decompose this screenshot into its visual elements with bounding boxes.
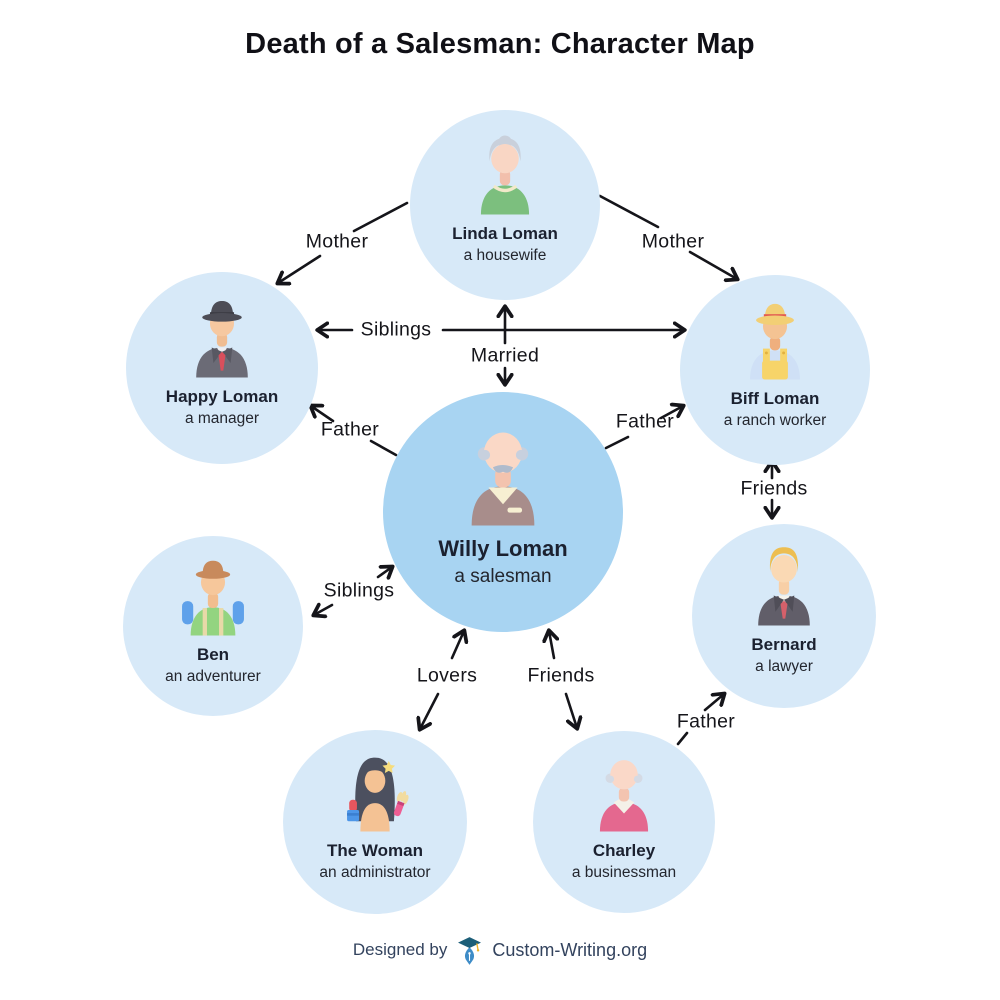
arrow-lovers-down <box>420 692 440 729</box>
the-woman-avatar-icon <box>347 757 409 832</box>
character-role: a businessman <box>571 863 677 881</box>
custom-writing-logo-icon <box>458 937 482 965</box>
character-role: a ranch worker <box>723 411 827 429</box>
character-role: a lawyer <box>755 657 813 675</box>
arrow-father-charley-bernard <box>676 731 689 746</box>
node-biff-loman: Biff Loman a ranch worker <box>680 275 870 465</box>
happy-avatar-icon <box>196 301 248 378</box>
character-name: Willy Loman <box>438 536 568 562</box>
relationship-label-father-right: Father <box>615 410 675 433</box>
arrow-mother-linda-biff <box>598 194 660 229</box>
character-name: Ben <box>196 645 230 665</box>
arrow-father-willy-biff <box>604 435 630 450</box>
footer: Designed by Custom-Writing.org <box>0 932 1000 968</box>
node-bernard: Bernard a lawyer <box>692 524 876 708</box>
character-name: Biff Loman <box>730 389 820 409</box>
ben-avatar-icon <box>182 560 244 636</box>
character-role: an administrator <box>319 863 431 881</box>
biff-avatar-icon <box>750 304 800 380</box>
arrow-friends-willy-charley-down <box>564 692 577 728</box>
arrow-siblings-willy-ben-up <box>376 567 392 577</box>
designed-by-label: Designed by <box>352 940 448 959</box>
bernard-avatar-icon <box>758 547 810 626</box>
relationship-label-siblings-left: Siblings <box>323 579 395 602</box>
node-ben: Ben an adventurer <box>123 536 303 716</box>
relationship-label-friends-bottom: Friends <box>527 664 595 687</box>
node-happy-loman: Happy Loman a manager <box>126 272 318 464</box>
relationship-label-father-bottom: Father <box>676 710 736 733</box>
arrow-father-willy-happy <box>369 439 398 457</box>
character-name: Linda Loman <box>452 224 558 244</box>
arrow-friends-willy-charley-up <box>549 631 554 660</box>
character-name: Bernard <box>751 635 817 655</box>
node-willy-loman: Willy Loman a salesman <box>383 392 623 632</box>
relationship-label-mother-right: Mother <box>641 230 705 253</box>
arrow-lovers-up <box>450 631 464 660</box>
character-role: an adventurer <box>165 667 261 685</box>
relationship-label-friends-right: Friends <box>740 477 808 500</box>
arrow-mother-linda-happy <box>352 201 409 233</box>
brand-label: Custom-Writing.org <box>492 939 648 960</box>
character-role: a manager <box>184 409 260 427</box>
node-linda-loman: Linda Loman a housewife <box>410 110 600 300</box>
character-role: a salesman <box>454 565 552 587</box>
relationship-label-siblings-top: Siblings <box>360 318 432 341</box>
linda-avatar-icon <box>480 135 530 215</box>
relationship-label-mother-left: Mother <box>305 230 369 253</box>
relationship-label-married: Married <box>470 344 540 367</box>
arrow-mother-linda-biff-head <box>688 250 737 279</box>
character-role: a housewife <box>463 246 547 264</box>
node-the-woman: The Woman an administrator <box>283 730 467 914</box>
arrow-father-charley-bernard-head <box>703 694 724 712</box>
charley-avatar-icon <box>599 760 649 832</box>
arrow-siblings-willy-ben-down <box>314 605 334 615</box>
character-name: Happy Loman <box>165 387 279 407</box>
node-charley: Charley a businessman <box>533 731 715 913</box>
relationship-label-lovers: Lovers <box>416 664 478 687</box>
page-title: Death of a Salesman: Character Map <box>245 28 755 60</box>
willy-avatar-icon <box>471 432 535 526</box>
relationship-label-father-left: Father <box>320 418 380 441</box>
character-name: The Woman <box>326 841 424 861</box>
arrow-mother-linda-happy-head <box>278 254 322 283</box>
character-name: Charley <box>592 841 656 861</box>
